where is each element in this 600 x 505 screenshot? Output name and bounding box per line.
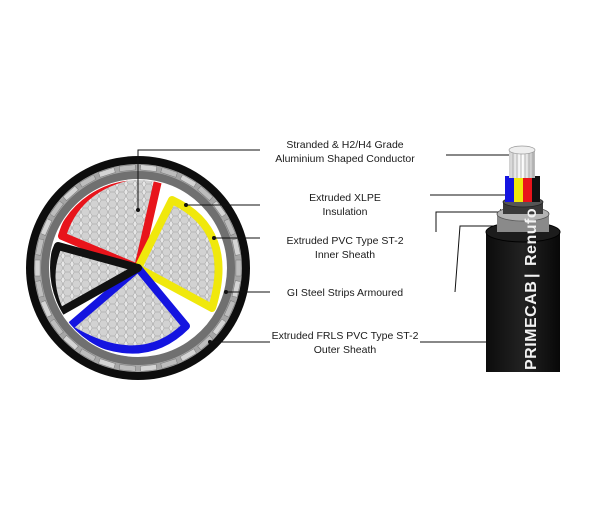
- armour-strip: [223, 218, 236, 236]
- label-conductor-line1: Stranded & H2/H4 Grade: [286, 139, 403, 151]
- armour-strip: [79, 348, 97, 362]
- cable-print: PRIMECAB | Renufo: [523, 208, 540, 370]
- side-core-yellow: [514, 176, 523, 202]
- armour-strip: [40, 300, 53, 318]
- armour-strip: [98, 167, 116, 178]
- armour-strip: [49, 318, 64, 336]
- armour-strip: [40, 218, 53, 236]
- armour-strip: [62, 185, 79, 201]
- labels: Stranded & H2/H4 Grade Aluminium Shaped …: [272, 139, 419, 356]
- armour-strip: [34, 259, 41, 277]
- armour-strip: [231, 238, 241, 256]
- armour-strip: [179, 174, 197, 188]
- label-outer-sheath-line2: Outer Sheath: [314, 344, 377, 356]
- armour-strip: [118, 364, 136, 372]
- core-yellow: [134, 196, 223, 312]
- label-inner-sheath-line2: Inner Sheath: [315, 249, 375, 261]
- armour-strip: [140, 364, 158, 372]
- armour-strip: [197, 185, 214, 201]
- armour-strip: [160, 358, 178, 369]
- armour-strip: [235, 259, 242, 277]
- cable-cross-section: [26, 156, 250, 380]
- side-core-blue: [505, 176, 514, 202]
- armour-strip: [212, 318, 227, 336]
- side-core-black: [532, 176, 540, 202]
- armour-strip: [49, 200, 64, 218]
- cable-print-separator: |: [523, 273, 540, 278]
- label-inner-sheath-line1: Extruded PVC Type ST-2: [286, 235, 403, 247]
- armour-strip: [231, 280, 241, 298]
- label-armour-line1: GI Steel Strips Armoured: [287, 287, 403, 299]
- side-conductor-strands: [508, 145, 536, 178]
- side-outer-sheath: [486, 232, 560, 372]
- cable-side-view: PRIMECAB | Renufo: [485, 145, 561, 372]
- leader-lines-left: [136, 149, 270, 344]
- armour-strip: [98, 358, 116, 369]
- armour-strip: [179, 348, 197, 362]
- armour-strip: [223, 300, 236, 318]
- armour-strip: [197, 335, 214, 351]
- armour-strip: [79, 174, 97, 188]
- armour-strip: [35, 238, 45, 256]
- armour-strip: [118, 164, 136, 172]
- armour-strip: [140, 164, 158, 172]
- armour-strip: [35, 280, 45, 298]
- armour-strip: [160, 167, 178, 178]
- armour-strips: [34, 164, 242, 372]
- label-conductor-line2: Aluminium Shaped Conductor: [275, 153, 415, 165]
- side-core-red: [523, 176, 532, 202]
- label-xlpe-line1: Extruded XLPE: [309, 192, 381, 204]
- label-xlpe-line2: Insulation: [323, 206, 368, 218]
- armour-strip: [62, 335, 79, 351]
- label-outer-sheath-line1: Extruded FRLS PVC Type ST-2: [272, 330, 419, 342]
- cable-print-sub-brand: Renufo: [523, 208, 540, 266]
- cable-print-brand: PRIMECAB: [523, 281, 540, 370]
